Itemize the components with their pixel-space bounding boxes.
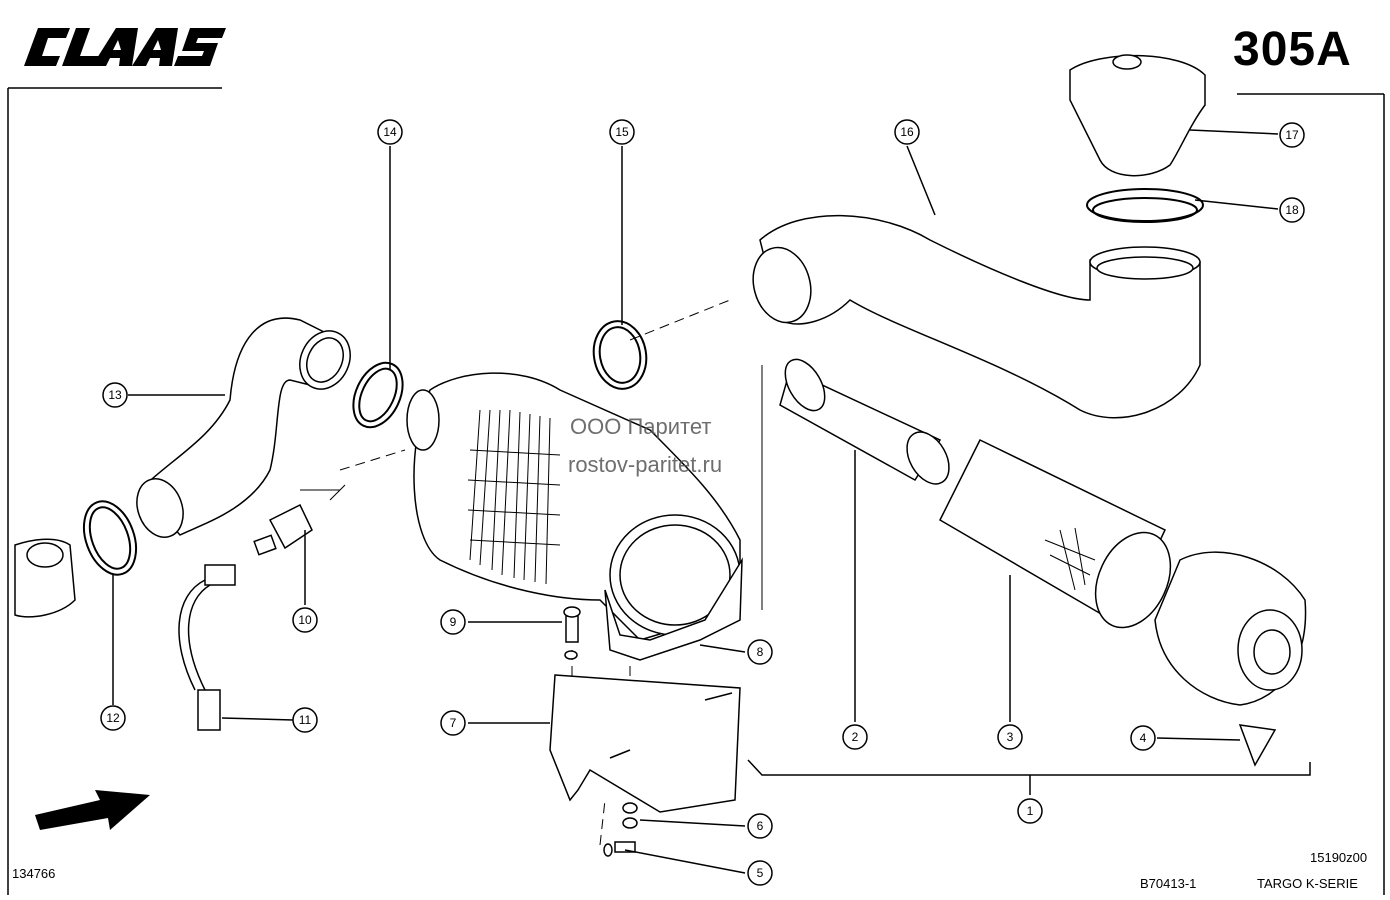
intake-stub xyxy=(14,538,76,618)
callout-1[interactable]: 1 xyxy=(1027,804,1034,818)
callout-9[interactable]: 9 xyxy=(450,615,457,629)
group-bracket-1 xyxy=(747,759,1311,795)
callout-10[interactable]: 10 xyxy=(298,613,312,627)
callout-13[interactable]: 13 xyxy=(108,388,122,402)
watermark-site: rostov-paritet.ru xyxy=(568,452,723,477)
watermark-company: ООО Паритет xyxy=(570,414,712,439)
direction-arrow xyxy=(35,790,150,830)
callout-7[interactable]: 7 xyxy=(450,716,457,730)
callout-6[interactable]: 6 xyxy=(757,819,764,833)
safety-element-2 xyxy=(779,358,950,485)
callout-2[interactable]: 2 xyxy=(852,730,859,744)
callout-16[interactable]: 16 xyxy=(900,125,914,139)
main-element-3 xyxy=(939,439,1172,629)
strap-bracket-8 xyxy=(604,557,743,661)
claas-logo xyxy=(24,28,226,66)
footer-series: TARGO K-SERIE xyxy=(1257,876,1358,891)
filter-ribs xyxy=(467,409,561,585)
hose-13 xyxy=(136,317,351,538)
callout-12[interactable]: 12 xyxy=(106,711,120,725)
element-mesh xyxy=(1044,527,1096,591)
air-filter-housing xyxy=(406,372,741,641)
footer-figure-code: 15190z00 xyxy=(1310,850,1368,865)
clamp-12 xyxy=(82,500,138,576)
callout-4[interactable]: 4 xyxy=(1140,731,1147,745)
callout-14[interactable]: 14 xyxy=(383,125,397,139)
hardware xyxy=(563,606,638,857)
cable-11 xyxy=(178,564,236,731)
callout-5[interactable]: 5 xyxy=(757,866,764,880)
callout-18[interactable]: 18 xyxy=(1285,203,1299,217)
sensor-10 xyxy=(253,503,313,556)
page-number: 305A xyxy=(1233,23,1352,76)
callout-15[interactable]: 15 xyxy=(615,125,629,139)
clamp-18 xyxy=(1086,188,1204,223)
clamp-15 xyxy=(592,320,648,390)
clamp-14 xyxy=(352,361,404,429)
callout-8[interactable]: 8 xyxy=(757,645,764,659)
footer-left-code: 134766 xyxy=(12,866,56,881)
bracket-plate-7 xyxy=(549,674,741,813)
callout-11[interactable]: 11 xyxy=(299,713,312,727)
footer-drawing-ref: B70413-1 xyxy=(1140,876,1197,891)
callout-17[interactable]: 17 xyxy=(1285,128,1299,142)
pipe-16 xyxy=(752,214,1201,419)
callout-3[interactable]: 3 xyxy=(1007,730,1014,744)
precleaner-17 xyxy=(1069,54,1206,177)
end-cap xyxy=(1154,551,1307,767)
